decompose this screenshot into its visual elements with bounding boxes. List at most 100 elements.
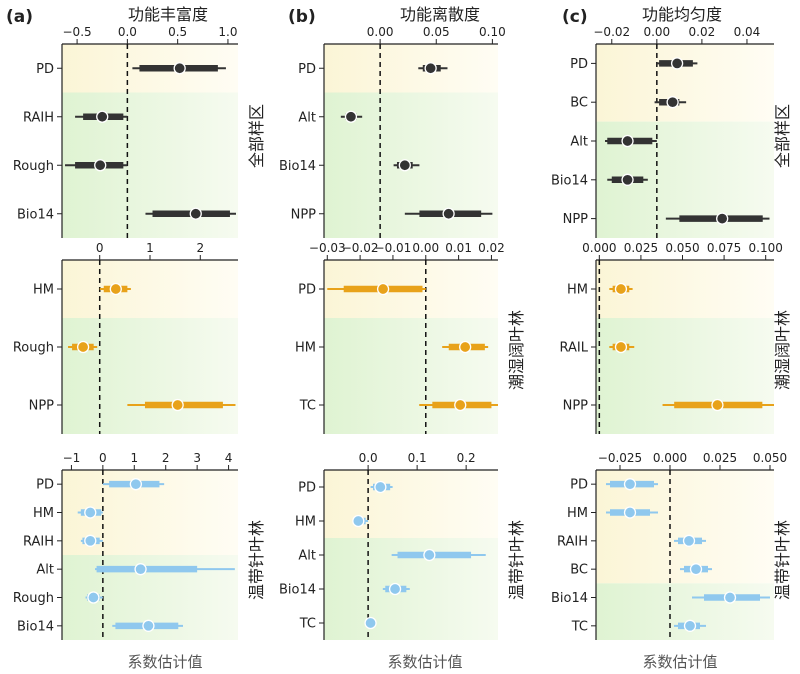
- row-label-moist-broadleaf: 潮湿阔叶林: [507, 310, 526, 390]
- tick-label: 0.2: [457, 451, 476, 465]
- tick-label: −0.5: [63, 25, 92, 39]
- tick-label: 1.0: [218, 25, 237, 39]
- row-label-temperate-conifer-right: 温带针叶林: [773, 520, 792, 600]
- category-label: Rough: [13, 159, 54, 174]
- category-label: TC: [299, 399, 316, 414]
- estimate-point: [374, 480, 387, 494]
- estimate-point: [683, 619, 697, 632]
- estimate-point: [621, 134, 634, 148]
- category-label: RAIH: [557, 534, 588, 549]
- tick-label: −0.02: [342, 241, 379, 255]
- tick-label: 0.00: [367, 25, 394, 39]
- estimate-point: [376, 282, 390, 296]
- tick-label: 0.04: [734, 25, 761, 39]
- category-label: BC: [570, 96, 588, 111]
- category-label: TC: [571, 619, 588, 634]
- tick-label: 0.025: [624, 241, 658, 255]
- estimate-point: [454, 398, 467, 412]
- tick-label: −0.025: [598, 451, 642, 465]
- tick-label: 0.050: [753, 451, 787, 465]
- x-axis-label-b: 系数估计值: [387, 653, 462, 671]
- estimate-point: [423, 548, 436, 562]
- x-axis-label-a: 系数估计值: [127, 653, 202, 671]
- tick-label: 0.1: [408, 451, 427, 465]
- panel-background-lower: [596, 318, 774, 434]
- tick-label: −1: [63, 451, 81, 465]
- category-label: PD: [298, 62, 316, 77]
- estimate-point: [621, 173, 634, 186]
- estimate-point: [723, 591, 737, 604]
- category-label: PD: [298, 283, 316, 298]
- row-label-temperate-conifer: 温带针叶林: [247, 520, 266, 600]
- estimate-point: [442, 207, 455, 220]
- estimate-point: [96, 110, 109, 123]
- category-label: PD: [298, 481, 316, 496]
- tick-label: −0.01: [375, 241, 412, 255]
- category-label: Bio14: [17, 619, 54, 634]
- category-label: Alt: [36, 563, 54, 578]
- category-label: RAIH: [23, 534, 54, 549]
- category-label: Bio14: [279, 159, 316, 174]
- estimate-point: [388, 582, 402, 596]
- title-functional-divergence: 功能离散度: [400, 5, 480, 24]
- estimate-point: [134, 563, 147, 576]
- tick-label: 0.10: [479, 25, 506, 39]
- panel-letter-a: (a): [6, 7, 33, 27]
- estimate-point: [614, 282, 628, 296]
- tick-label: 0.0: [359, 451, 378, 465]
- tick-label: 1: [130, 451, 138, 465]
- row-label-moist-broadleaf-right: 潮湿阔叶林: [773, 310, 792, 390]
- tick-label: 0.075: [707, 241, 741, 255]
- estimate-point: [129, 478, 143, 491]
- tick-label: −0.03: [309, 241, 346, 255]
- category-label: Bio14: [551, 591, 588, 606]
- estimate-point: [670, 57, 684, 70]
- tick-label: 0.025: [703, 451, 737, 465]
- category-label: PD: [36, 62, 54, 77]
- category-label: BC: [570, 563, 588, 578]
- estimate-point: [352, 514, 365, 528]
- panel-background-upper: [596, 44, 774, 122]
- estimate-point: [344, 110, 358, 123]
- category-label: Alt: [570, 135, 588, 150]
- row-label-all-areas-right: 全部样区: [773, 104, 792, 168]
- estimate-point: [87, 591, 100, 604]
- row-label-temperate-conifer-mid: 温带针叶林: [507, 520, 526, 600]
- category-label: Alt: [298, 110, 316, 125]
- panel-background-upper: [324, 470, 498, 538]
- panel-letter-b: (b): [288, 7, 316, 27]
- category-label: HM: [33, 506, 54, 521]
- estimate-point: [364, 616, 377, 630]
- estimate-point: [711, 398, 724, 412]
- category-label: RAIH: [23, 110, 54, 125]
- column-headers: (a) (b) (c) 功能丰富度 功能离散度 功能均匀度: [6, 5, 722, 27]
- panel-background-upper: [62, 260, 238, 318]
- estimate-point: [682, 534, 696, 547]
- estimate-point: [398, 159, 411, 172]
- tick-label: 0.5: [168, 25, 187, 39]
- tick-label: 0: [99, 451, 107, 465]
- tick-label: 0.02: [689, 25, 716, 39]
- category-label: Alt: [298, 549, 316, 564]
- panel-background-lower: [596, 583, 774, 640]
- category-label: HM: [567, 283, 588, 298]
- estimate-point: [623, 506, 637, 519]
- category-label: Rough: [13, 591, 54, 606]
- estimate-point: [109, 282, 122, 296]
- tick-label: 4: [225, 451, 233, 465]
- estimate-point: [689, 563, 703, 576]
- estimate-point: [459, 340, 472, 354]
- estimate-point: [666, 96, 679, 109]
- category-label: PD: [570, 478, 588, 493]
- tick-label: 3: [193, 451, 201, 465]
- category-label: Bio14: [17, 207, 54, 222]
- category-label: HM: [295, 515, 316, 530]
- category-label: PD: [36, 478, 54, 493]
